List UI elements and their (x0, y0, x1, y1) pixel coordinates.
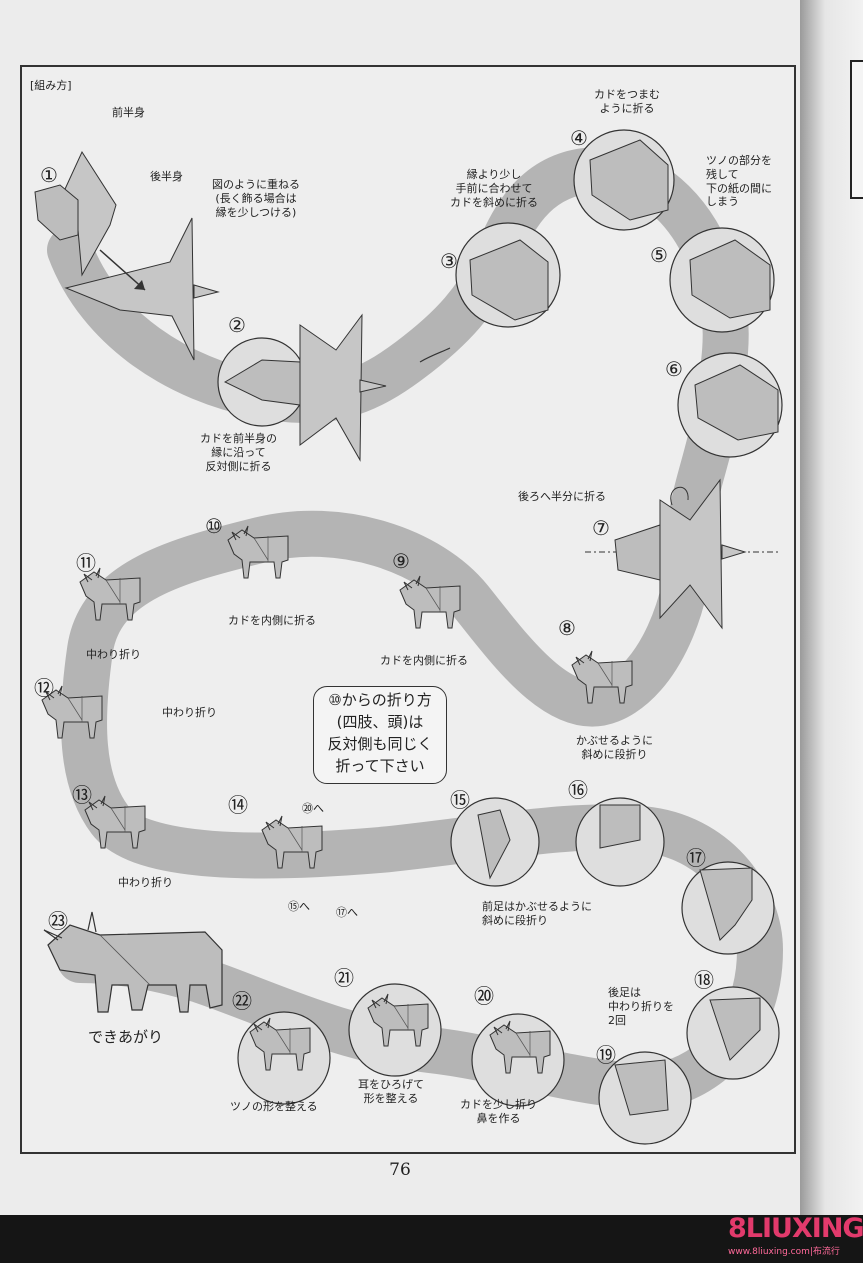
step-number: ⑦ (592, 516, 610, 540)
step-number: ⑧ (558, 616, 576, 640)
watermark-logo: 8LIUXING www.8liuxing.com|布流行 (728, 1213, 863, 1263)
book-spine (800, 0, 863, 1215)
label-step3: 縁より少し手前に合わせてカドを斜めに折る (450, 168, 538, 209)
label-step5: ツノの部分を残して下の紙の間にしまう (706, 154, 772, 209)
step2-diagram (217, 313, 451, 462)
step-number: ㉒ (232, 989, 252, 1013)
label-step20: カドを少し折り鼻を作る (460, 1098, 537, 1125)
label-step10: カドを内側に折る (228, 614, 316, 627)
label-step2: カドを前半身の縁に沿って反対側に折る (200, 432, 277, 473)
step-circles (455, 129, 783, 458)
step-number: ⑤ (650, 243, 668, 267)
label-step21: 耳をひろげて形を整える (358, 1078, 424, 1105)
label-front-half: 前半身 (112, 106, 145, 119)
section-label: [組み方] (30, 79, 72, 92)
label-step8: かぶせるように斜めに段折り (576, 734, 653, 761)
label-step14-ref-left: ⑮へ (288, 900, 310, 913)
step-number: ⑨ (392, 549, 410, 573)
step-number: ③ (440, 249, 458, 273)
step-number: ⑬ (72, 783, 92, 807)
label-step14-ref-right: ⑰へ (336, 906, 358, 919)
finished-ox (43, 911, 223, 1013)
step-number: ⑲ (596, 1043, 616, 1067)
label-step15: 前足はかぶせるように斜めに段折り (482, 900, 592, 927)
step-number: ⑭ (228, 793, 248, 817)
logo-url: www.8liuxing.com|布流行 (728, 1247, 840, 1257)
step-number: ② (228, 313, 246, 337)
step-number: ㉓ (48, 909, 68, 933)
logo-text: 8LIUXING (728, 1213, 863, 1244)
step-number: ㉑ (334, 966, 354, 990)
finished-label: できあがり (88, 1028, 164, 1046)
step1-diagram (34, 150, 220, 361)
step-number: ④ (570, 126, 588, 150)
label-step9: カドを内側に折る (380, 654, 468, 667)
step-number: ⑰ (686, 846, 706, 870)
label-overlap-note: 図のように重ねる(長く飾る場合は縁を少しつける) (212, 178, 300, 219)
step-number: ① (40, 163, 58, 187)
step-number: ⑩ (205, 514, 223, 538)
scan-bottom-edge (0, 1215, 863, 1263)
label-step11: 中わり折り (86, 648, 141, 661)
label-step13: 中わり折り (118, 876, 173, 889)
label-step14-ref-top: ⑳へ (302, 802, 324, 815)
label-back-half: 後半身 (150, 170, 183, 183)
page-number: 76 (389, 1160, 411, 1180)
step7-diagram (585, 478, 780, 630)
step-number: ⑥ (665, 357, 683, 381)
label-step7: 後ろへ半分に折る (518, 490, 606, 503)
step-number: ⑫ (34, 676, 54, 700)
label-step12: 中わり折り (162, 706, 217, 719)
step-number: ⑳ (474, 984, 494, 1008)
label-step22: ツノの形を整える (230, 1100, 318, 1113)
step-number: ⑪ (76, 551, 96, 575)
step-number: ⑯ (568, 778, 588, 802)
step-number: ⑱ (694, 968, 714, 992)
label-step4: カドをつまむように折る (594, 88, 660, 115)
note-box: ⑩からの折り方 (四肢、頭)は 反対側も同じく 折って下さい (313, 686, 447, 784)
step-number: ⑮ (450, 788, 470, 812)
next-page-edge-box (850, 60, 863, 199)
